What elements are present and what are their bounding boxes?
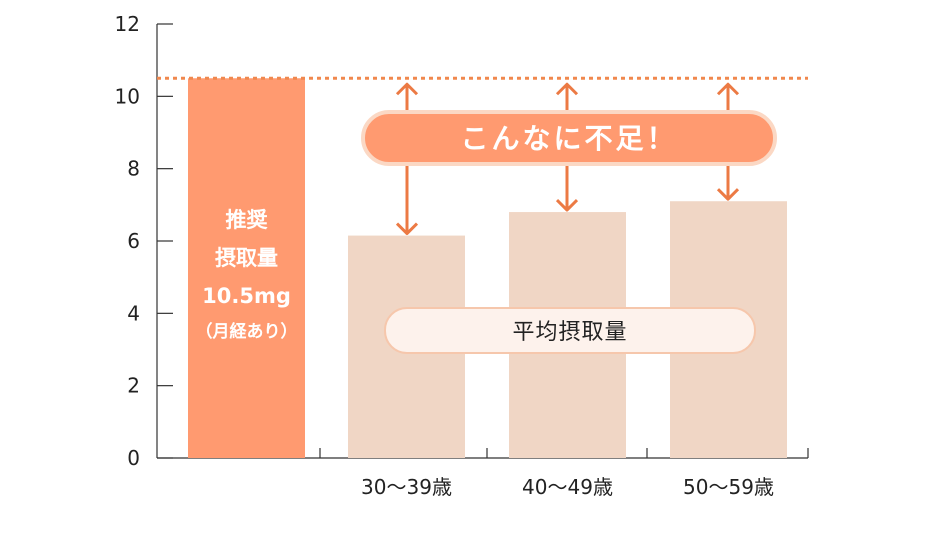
average-intake-label: 平均摂取量 <box>512 320 627 345</box>
arrow-head-down <box>716 188 740 201</box>
arrow-head-down <box>395 222 419 236</box>
y-tick-label: 0 <box>127 446 140 470</box>
recommended-bar-label: 推奨 <box>226 208 269 232</box>
axes: 0 2 4 6 8 10 12 30〜39歳 40〜49歳 50〜59歳 <box>115 12 809 499</box>
average-intake-pill <box>384 307 756 354</box>
shortfall-callout-label: こんなに不足！ <box>460 122 677 155</box>
recommended-bar <box>188 78 305 458</box>
shortfall-callout <box>361 110 777 166</box>
annotations: こんなに不足！ 平均摂取量 <box>157 76 808 354</box>
y-tick-label: 4 <box>127 301 140 325</box>
y-tick-label: 6 <box>127 229 140 253</box>
recommended-bar-label: 10.5mg <box>202 284 291 308</box>
arrow-head-up <box>395 82 419 96</box>
x-category-label: 50〜59歳 <box>683 475 774 499</box>
y-tick-label: 12 <box>115 12 140 36</box>
y-tick-label: 2 <box>127 374 140 398</box>
x-category-label: 40〜49歳 <box>522 475 613 499</box>
arrow-head-up <box>555 82 579 96</box>
y-tick-label: 8 <box>127 157 140 181</box>
arrow-head-up <box>716 82 740 96</box>
arrow-head-down <box>555 199 579 212</box>
x-category-label: 30〜39歳 <box>361 475 452 499</box>
recommended-bar-label: 摂取量 <box>215 246 278 270</box>
y-tick-label: 10 <box>115 84 140 108</box>
recommended-bar-label: （月経あり） <box>196 321 298 342</box>
